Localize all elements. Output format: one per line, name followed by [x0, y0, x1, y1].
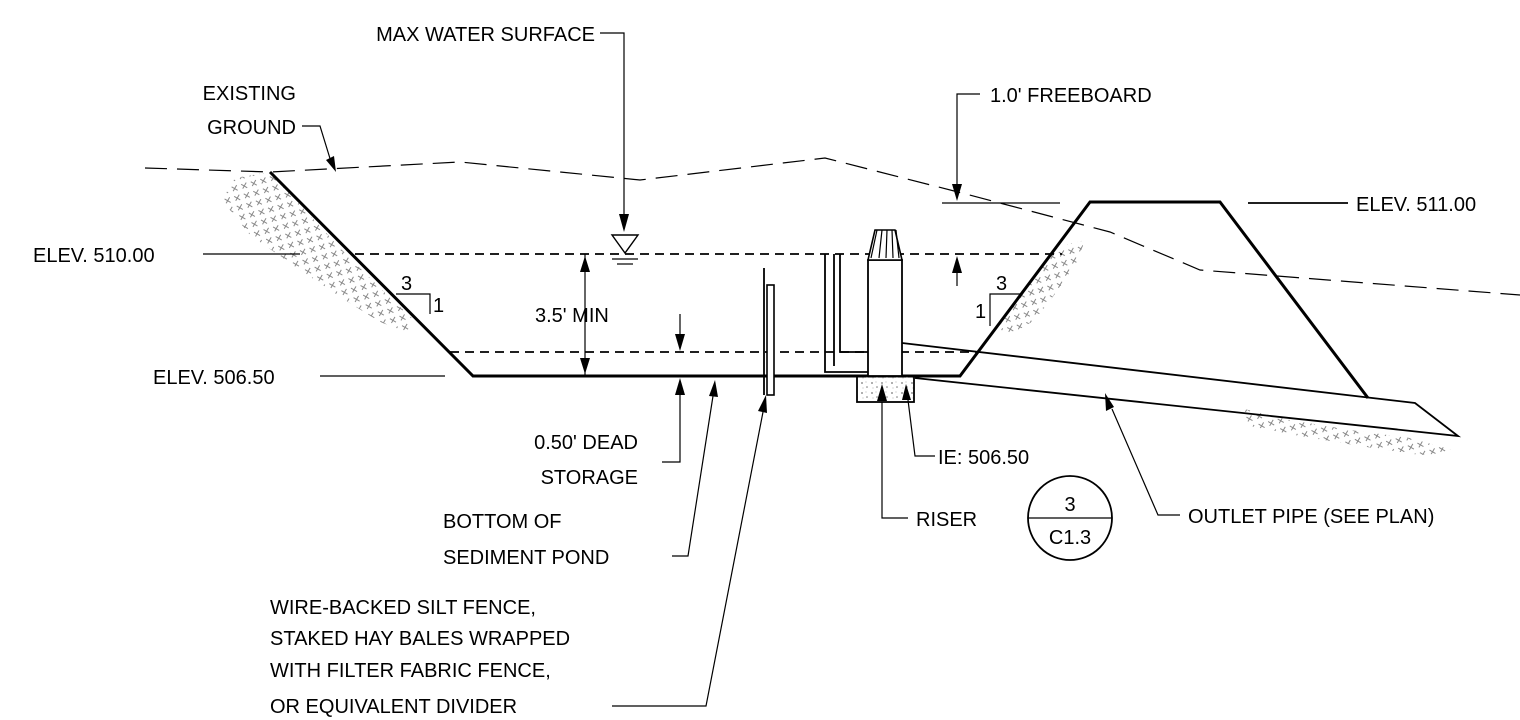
label-elev-water: ELEV. 510.00: [33, 245, 155, 267]
leaders: [203, 32, 1180, 707]
outlet-pipe: [901, 342, 1462, 438]
existing-ground-line: [144, 157, 1520, 296]
label-min-depth: 3.5' MIN: [535, 305, 609, 327]
label-bottom-pond-2: SEDIMENT POND: [443, 547, 609, 569]
detail-number: 3: [1064, 494, 1075, 516]
label-fence-3: WITH FILTER FABRIC FENCE,: [270, 660, 551, 682]
label-bottom-pond-1: BOTTOM OF: [443, 511, 562, 533]
riser-assembly: [824, 229, 915, 403]
label-fence-2: STAKED HAY BALES WRAPPED: [270, 628, 570, 650]
label-slope-left-rise: 1: [433, 295, 444, 317]
label-elev-bottom: ELEV. 506.50: [153, 367, 275, 389]
labels: MAX WATER SURFACE EXISTING GROUND 1.0' F…: [33, 24, 1476, 718]
detail-callout: 3 C1.3: [1027, 475, 1113, 561]
label-slope-left-run: 3: [401, 273, 412, 295]
slope-indicator-left: [396, 293, 431, 314]
label-existing-ground-2: GROUND: [207, 117, 296, 139]
label-max-water-surface: MAX WATER SURFACE: [376, 24, 595, 46]
detail-sheet-number: C1.3: [1049, 527, 1091, 549]
slope-indicator-right: [989, 293, 1022, 326]
silt-fence-divider: [763, 268, 775, 396]
label-ie: IE: 506.50: [938, 447, 1029, 469]
label-fence-4: OR EQUIVALENT DIVIDER: [270, 696, 517, 718]
label-outlet-pipe: OUTLET PIPE (SEE PLAN): [1188, 506, 1434, 528]
label-existing-ground-1: EXISTING: [203, 83, 296, 105]
label-slope-right-rise: 1: [975, 301, 986, 323]
label-freeboard: 1.0' FREEBOARD: [990, 85, 1152, 107]
label-riser: RISER: [916, 509, 977, 531]
water-surface-symbol: [610, 234, 640, 265]
label-elev-top: ELEV. 511.00: [1356, 194, 1476, 216]
label-fence-1: WIRE-BACKED SILT FENCE,: [270, 597, 536, 619]
soil-hatching: [222, 172, 1460, 455]
pond-profile: [268, 170, 1370, 399]
label-dead-storage-2: STORAGE: [541, 467, 638, 489]
label-slope-right-run: 3: [996, 273, 1007, 295]
label-dead-storage-1: 0.50' DEAD: [534, 432, 638, 454]
